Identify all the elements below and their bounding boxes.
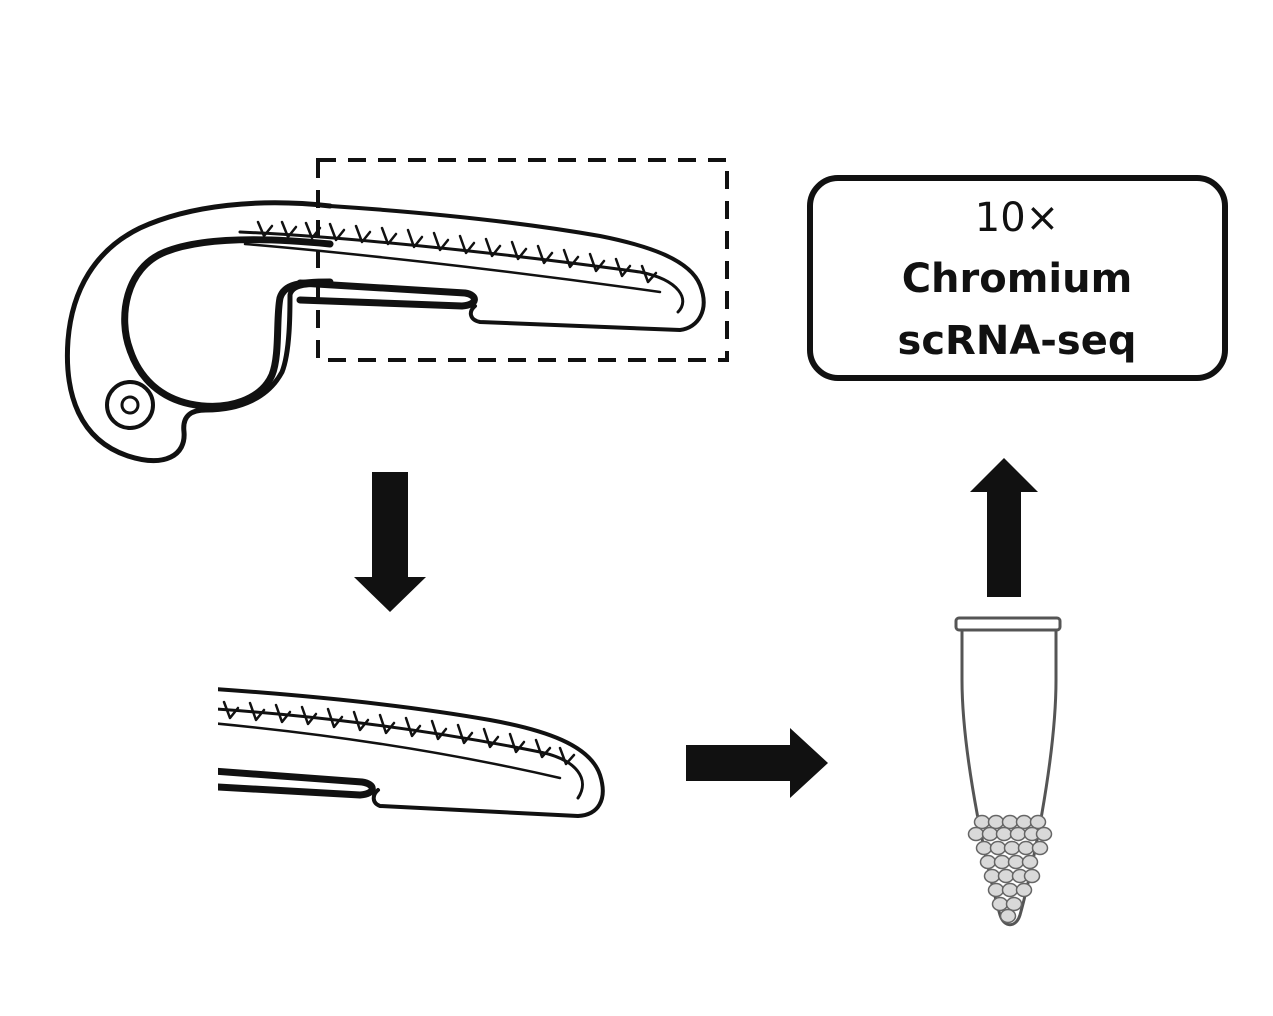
cell: [1023, 868, 1041, 884]
cell: [979, 854, 997, 870]
cell: [967, 826, 985, 842]
arrow-up-icon: [970, 458, 1038, 597]
cell: [1029, 814, 1047, 830]
cell: [1009, 826, 1027, 842]
box-line-1: 10×: [975, 195, 1059, 241]
cell: [1003, 840, 1021, 856]
box-line-3: scRNA-seq: [898, 318, 1137, 364]
arrow-down-icon: [354, 472, 426, 612]
zebrafish-embryo-icon: [64, 200, 706, 463]
sequencing-box: 10× Chromium scRNA-seq: [807, 175, 1228, 381]
cell: [975, 840, 993, 856]
dissected-tail-icon: [218, 687, 605, 818]
cell: [1005, 896, 1023, 912]
cell: [999, 908, 1017, 924]
cell: [1035, 826, 1053, 842]
cell: [989, 840, 1007, 856]
selection-box: [316, 158, 729, 362]
cell: [981, 826, 999, 842]
cell: [987, 882, 1005, 898]
box-line-2: Chromium: [902, 256, 1133, 302]
cell: [991, 896, 1009, 912]
cell: [1015, 814, 1033, 830]
cell: [1031, 840, 1049, 856]
cell: [987, 814, 1005, 830]
cell: [973, 814, 991, 830]
cell: [983, 868, 1001, 884]
cell: [993, 854, 1011, 870]
cell-tube-icon: [954, 616, 1062, 927]
cell: [1007, 854, 1025, 870]
cell: [1001, 814, 1019, 830]
cell: [1015, 882, 1033, 898]
cell-pellet: [967, 814, 1053, 924]
cell: [1021, 854, 1039, 870]
cell: [995, 826, 1013, 842]
cell: [1017, 840, 1035, 856]
arrow-right-icon: [686, 728, 828, 798]
cell: [1001, 882, 1019, 898]
cell: [997, 868, 1015, 884]
